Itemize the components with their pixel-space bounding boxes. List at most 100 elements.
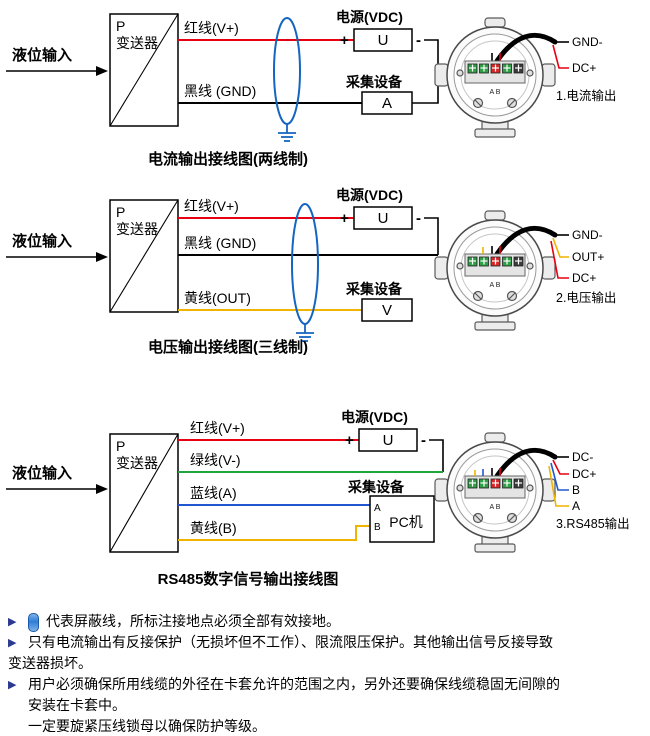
d3-caption: RS485数字信号输出接线图 <box>158 570 339 588</box>
d3-stub-b <box>550 462 569 491</box>
d3-terminal-caption: 3.RS485输出 <box>556 516 630 531</box>
d2-terminal-label-1: GND- <box>572 228 603 242</box>
d2-power-unit: U <box>378 210 389 227</box>
d2-stub-out <box>552 237 569 258</box>
note-line-5: 安装在卡套中。 <box>8 695 642 716</box>
note-text: 安装在卡套中。 <box>28 697 126 713</box>
d1-power-box <box>353 28 413 52</box>
d1-terminal-caption: 1.电流输出 <box>556 88 616 103</box>
d3-terminal-label-4: A <box>572 499 580 513</box>
d1-transmitter-p: P <box>116 18 125 34</box>
d3-power-title: 电源(VDC) <box>341 409 408 425</box>
d3-collector-title: 采集设备 <box>347 479 405 495</box>
d2-collector-unit: V <box>382 302 392 319</box>
d2-connector-group <box>435 211 555 330</box>
d3-power-box <box>358 428 418 452</box>
note-text: 变送器损坏。 <box>8 655 92 671</box>
d3-pc-label: PC机 <box>389 514 422 530</box>
d2-return-loop <box>424 217 439 255</box>
d1-return-loop <box>412 39 439 104</box>
d2-minus-sign: - <box>416 210 421 227</box>
d2-black-wire-label: 黑线 (GND) <box>184 235 256 251</box>
d2-input-arrow-head <box>96 252 108 262</box>
d1-collector-title: 采集设备 <box>345 74 403 90</box>
d3-transmitter-name: 变送器 <box>116 455 158 471</box>
d3-port-a: A <box>374 503 381 514</box>
d2-terminal-caption: 2.电压输出 <box>556 290 616 305</box>
d3-stub-dcplus <box>552 459 569 475</box>
diagram-rs485-output: 液位输入 P 变送器 红线(V+) 电源(VDC) + U - 绿线(V-) 蓝… <box>6 409 630 588</box>
d2-yellow-wire-label: 黄线(OUT) <box>184 290 251 306</box>
diagram-current-output: 液位输入 P 变送器 红线(V+) 电源(VDC) + U - 黑线 (GND)… <box>6 9 616 168</box>
d3-return-loop <box>429 439 444 472</box>
note-text: 一定要旋紧压线锁母以确保防护等级。 <box>28 718 266 734</box>
d2-connector-housing <box>435 211 555 330</box>
d3-terminal-label-1: DC- <box>572 450 593 464</box>
d1-connector-housing <box>435 18 555 137</box>
d3-connector-housing <box>435 433 555 552</box>
d3-terminal-label-2: DC+ <box>572 467 596 481</box>
d1-power-unit: U <box>378 32 389 49</box>
d2-power-title: 电源(VDC) <box>336 187 403 203</box>
d3-yellow-wire-label: 黄线(B) <box>190 520 237 536</box>
d2-collector-title: 采集设备 <box>345 281 403 297</box>
note-text: 用户必须确保所用线缆的外径在卡套允许的范围之内，另外还要确保线缆稳固无间隙的 <box>28 676 560 692</box>
note-bullet-icon: ▶ <box>8 616 17 628</box>
d3-blue-wire-label: 蓝线(A) <box>190 485 237 501</box>
d2-transmitter-diagonal <box>109 199 179 313</box>
d3-power-unit: U <box>383 432 394 449</box>
d1-caption: 电流输出接线图(两线制) <box>148 150 308 168</box>
d1-collector-box <box>361 91 413 115</box>
d1-input-arrow-head <box>96 66 108 76</box>
d3-input-arrow-head <box>96 484 108 494</box>
note-line-2: ▶ 只有电流输出有反接保护（无损坏但不工作）、限流限压保护。其他输出信号反接导致 <box>8 632 642 653</box>
d1-minus-sign: - <box>416 32 421 49</box>
d2-transmitter-p: P <box>116 204 125 220</box>
d2-terminal-label-3: DC+ <box>572 271 596 285</box>
d1-shield-ellipse <box>273 17 301 125</box>
note-text: 只有电流输出有反接保护（无损坏但不工作）、限流限压保护。其他输出信号反接导致 <box>28 634 553 650</box>
d3-input-label: 液位输入 <box>12 464 72 482</box>
d2-red-wire-label: 红线(V+) <box>184 198 239 214</box>
d3-transmitter-diagonal <box>109 433 179 553</box>
notes-section: ▶ 代表屏蔽线，所标注接地点必须全部有效接地。 ▶ 只有电流输出有反接保护（无损… <box>0 603 650 736</box>
d2-stub-dc <box>550 240 569 279</box>
d3-port-b: B <box>374 522 381 533</box>
d1-red-wire-label: 红线(V+) <box>184 20 239 36</box>
note-line-4: ▶ 用户必须确保所用线缆的外径在卡套允许的范围之内，另外还要确保线缆稳固无间隙的 <box>8 674 642 695</box>
d1-collector-unit: A <box>382 95 392 112</box>
d3-transmitter-p: P <box>116 438 125 454</box>
d1-plus-sign: + <box>340 32 349 49</box>
d3-terminal-label-3: B <box>572 483 580 497</box>
note-line-6: 一定要旋紧压线锁母以确保防护等级。 <box>8 716 642 736</box>
note-line-1: ▶ 代表屏蔽线，所标注接地点必须全部有效接地。 <box>8 611 642 632</box>
d2-caption: 电压输出接线图(三线制) <box>148 338 308 356</box>
d1-connector-group <box>435 18 555 137</box>
note-bullet-icon: ▶ <box>8 679 17 691</box>
d3-stub-a <box>548 465 569 507</box>
d3-green-wire-label: 绿线(V-) <box>190 452 241 468</box>
d2-input-label: 液位输入 <box>12 232 72 250</box>
d3-pc-box <box>369 495 435 543</box>
d1-black-wire-label: 黑线 (GND) <box>184 83 256 99</box>
d2-collector-box <box>361 298 413 322</box>
d3-minus-sign: - <box>421 432 426 449</box>
wiring-diagrams-svg: A B 液位输入 P 变送器 红线(V+) 电源(VDC) + U - 黑线 (… <box>6 9 630 588</box>
d2-shield-ellipse <box>291 203 319 325</box>
d3-connector-group <box>435 433 555 552</box>
d1-transmitter-diagonal <box>109 13 179 127</box>
d1-power-title: 电源(VDC) <box>336 9 403 25</box>
note-text: 代表屏蔽线，所标注接地点必须全部有效接地。 <box>46 613 340 629</box>
d1-terminal-label-1: GND- <box>572 35 603 49</box>
d2-terminal-label-2: OUT+ <box>572 250 604 264</box>
d1-stub-dc <box>552 44 569 69</box>
d2-power-box <box>353 206 413 230</box>
d1-terminal-label-2: DC+ <box>572 61 596 75</box>
note-line-3: 变送器损坏。 <box>8 653 642 674</box>
d1-transmitter-name: 变送器 <box>116 35 158 51</box>
d3-red-wire-label: 红线(V+) <box>190 420 245 436</box>
shield-wire-icon <box>28 613 39 632</box>
d3-plus-sign: + <box>345 432 354 449</box>
diagram-voltage-output: 液位输入 P 变送器 红线(V+) 电源(VDC) + U - 黑线 (GND)… <box>6 187 616 356</box>
